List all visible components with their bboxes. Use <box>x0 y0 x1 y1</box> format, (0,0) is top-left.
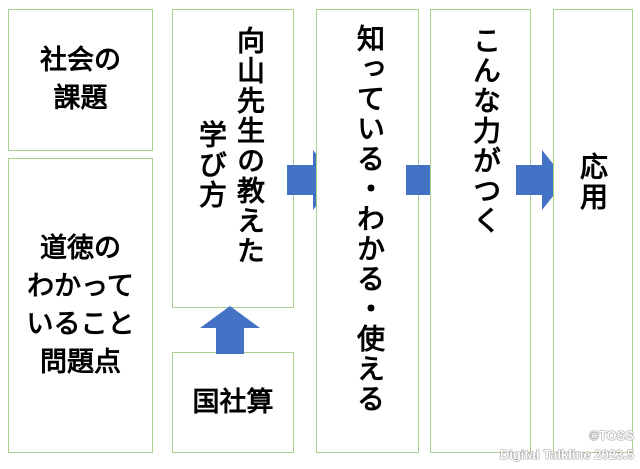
moral-line: 道徳の <box>40 232 121 264</box>
subjects-box: 国社算 <box>172 352 294 453</box>
mukoyama-text-col2: 学び方 <box>195 120 228 210</box>
mukoyama-method-box: 向山先生の教えた 学び方 <box>172 9 294 308</box>
talkline-watermark: Digital Talkline 2023.5 <box>499 447 634 462</box>
application-text: 応用 <box>576 152 609 212</box>
gain-ability-text: こんな力がつく <box>469 26 502 236</box>
moral-line: いること <box>26 308 135 340</box>
social-issues-box: 社会の 課題 <box>8 9 153 151</box>
know-understand-use-text: 知っている・わかる・使える <box>353 24 386 414</box>
up-arrow-icon <box>200 306 260 354</box>
moral-line: わかって <box>27 270 134 302</box>
moral-line: 問題点 <box>40 346 121 378</box>
gain-ability-box: こんな力がつく <box>430 9 531 453</box>
moral-issues-box: 道徳の わかって いること 問題点 <box>8 158 153 453</box>
copyright-watermark: ©TOSS <box>589 428 634 443</box>
know-understand-use-box: 知っている・わかる・使える <box>316 9 419 453</box>
application-box: 応用 <box>553 9 633 453</box>
mukoyama-text-col1: 向山先生の教えた <box>233 26 266 266</box>
